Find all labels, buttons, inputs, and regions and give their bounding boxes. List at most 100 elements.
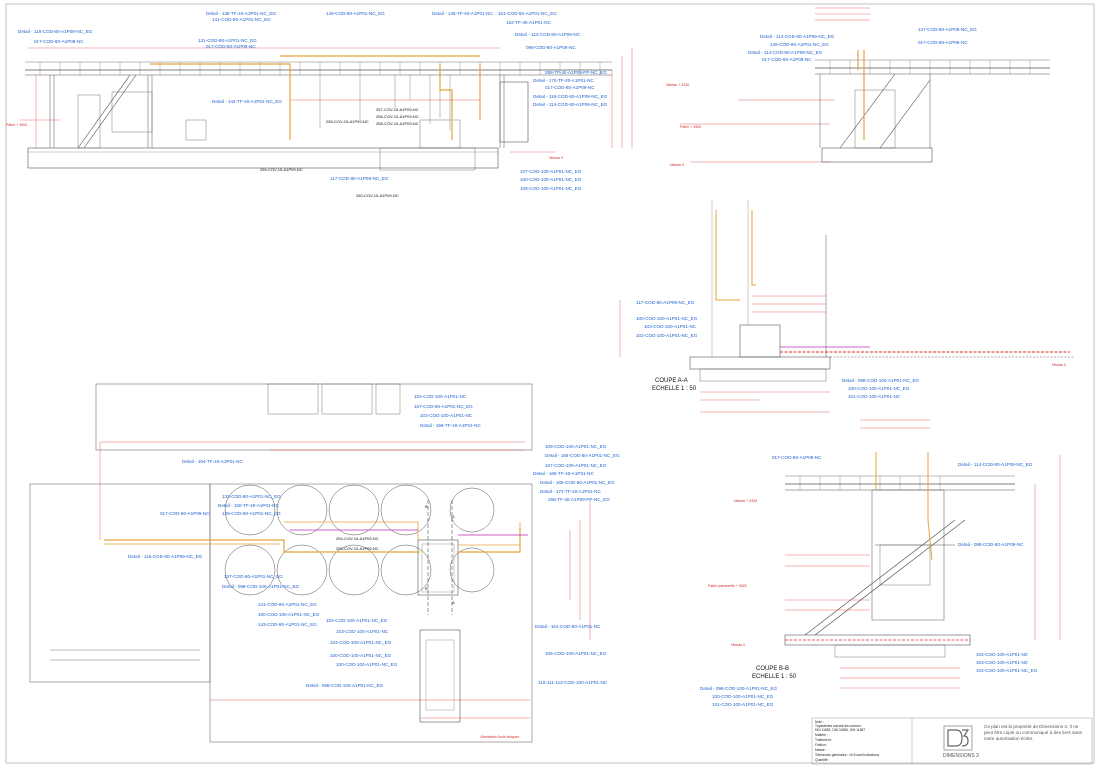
callout-label: 017-COD-80-A1P09-NC xyxy=(34,39,84,44)
title-block-line: DIN 11852, DIN 11866, DIN 11887 xyxy=(815,728,865,732)
elevation-left-labels: Detail - 118-COD-80-A1P09-NC_EG 017-COD-… xyxy=(6,11,608,198)
title-block-line: Traitement : xyxy=(815,738,833,742)
callout-label: Detail - 118-COD-80-A1P09-NC_EG xyxy=(18,29,93,34)
callout-label: Detail - 114-COD-80-A1P09-NC_EG xyxy=(958,462,1033,467)
pipe-tag: 256-COV-15-A1P09-NC xyxy=(376,114,419,119)
callout-label: 101-COD-100-A1P01-NC xyxy=(848,394,901,399)
elevation-right-pipes xyxy=(857,50,865,140)
title-block-line: Tolérances générales : ±0.5 sauf indicat… xyxy=(815,753,879,757)
callout-label: Detail - 116-COD-80-A1P09-NC_EG xyxy=(128,554,203,559)
callout-label: 107-COD-100-A1P01-NC_EG xyxy=(545,463,607,468)
level-label: Palier + 3500 xyxy=(680,125,701,129)
callout-label: 017-COD-80-A1P09-NC xyxy=(918,40,968,45)
callout-label: Detail - 158-TF-40-A1P01-NC xyxy=(420,423,481,428)
callout-label: Detail - 098-COD-100-A1P01-NC_EG xyxy=(222,584,300,589)
ownership-notice-box: Ce plan est la propriété de Dimensions 3… xyxy=(984,724,1082,741)
callout-label: 141-COD-80-A1P01-NC_EG xyxy=(258,602,317,607)
callout-label: 106-COD-100-A1P01-NC_EG xyxy=(520,186,582,191)
section-scale: ECHELLE 1 : 50 xyxy=(652,386,697,392)
pipe-tag: 255-COV-15-A1P09-NC xyxy=(326,119,369,124)
section-mark: B xyxy=(425,504,428,509)
title-block-line: Tuyauteries suivant les normes : xyxy=(815,724,862,728)
callout-label: 017-COD-80-A1P09-NC xyxy=(762,57,812,62)
callout-label: Detail - 165-COD-80-A1P01-NC_EG xyxy=(540,480,615,485)
section-scale: ECHELLE 1 : 50 xyxy=(752,674,797,680)
callout-label: 100-COD-100-A1P01-NC_EG xyxy=(258,612,320,617)
callout-label: 100-COD-100-A1P01-NC_EG xyxy=(636,316,698,321)
callout-label: Detail - 114-COD-80-A1P09-NC_EG xyxy=(748,50,823,55)
callout-label: Detail - 098-COD-100-A1P01-NC_EG xyxy=(700,686,778,691)
callout-label: 017-COD-80-A1P09-NC xyxy=(545,85,595,90)
level-label: Niveau 0 xyxy=(1052,363,1066,367)
callout-label: Detail - 164-TF-40-A1P01-NC xyxy=(182,459,243,464)
callout-label: 268-TF-40-A1P09-PP-NC_EG xyxy=(548,497,610,502)
callout-label: 133-COD-80-A1P01-NC_EG xyxy=(222,494,281,499)
sheet-border xyxy=(5,3,1095,764)
callout-label: 110-111-112-COD-100-A1P01-NC xyxy=(538,680,608,685)
callout-label: Detail - 161-COD-80-A1P01-NC xyxy=(535,624,601,629)
callout-label: 100-COD-100-A1P01-NC_EG xyxy=(848,386,910,391)
title-block: Note : Tuyauteries suivant les normes : … xyxy=(811,717,1093,765)
title-block-line: Note : xyxy=(815,720,824,724)
pipe-tag: 260-COV-15-A1P09-NC xyxy=(356,193,399,198)
callout-label: 103-COD-100-A1P01-NC xyxy=(644,324,697,329)
pipe-tag: 254-COV-15-A1P09-NC xyxy=(336,536,379,541)
plan-labels: 102-COD-100-A1P01-NC 157-COD-80-A1P01-NC… xyxy=(128,394,620,739)
elevation-left-view xyxy=(25,61,612,171)
callout-label: Detail - 145-TF-40-A1P01-NC xyxy=(432,11,493,16)
callout-label: 100-COD-100-A1P01-NC_EG xyxy=(330,653,392,658)
elevation-left-pipes xyxy=(150,55,481,140)
pipe-tag: 257-COV-15-A1P09-NC xyxy=(376,107,419,112)
section-bb-dimensions xyxy=(785,419,1061,689)
callout-label: Detail - 114-COD-80-A1P09-NC xyxy=(515,32,581,37)
callout-label: 143-COD-80-A1P01-NC_EG xyxy=(258,622,317,627)
callout-label: Detail - 114-COD-80-A1P09-NC_EG xyxy=(533,102,608,107)
callout-label: 106-COD-100-A1P01-NC_EG xyxy=(545,444,607,449)
callout-label: Detail - 150-TF-40-A1P01-NC xyxy=(218,503,279,508)
plan-pipes xyxy=(104,521,528,553)
section-aa-view xyxy=(689,200,1075,382)
callout-label: 100-COD-100-A1P01-NC_EG xyxy=(712,694,774,699)
elevation-right-labels: Detail - 114-COD-80-A1P09-NC_EG 149-COD-… xyxy=(666,27,977,167)
callout-label: Detail - 166-TF-40-A1P01-NC xyxy=(533,471,594,476)
callout-label: 117-COD-80-A1P09-NC_EG xyxy=(636,300,695,305)
company-logo: DIMENSIONS 3 xyxy=(943,725,979,759)
level-label: Niveau + 4330 xyxy=(666,83,689,87)
section-aa-labels: 117-COD-80-A1P09-NC_EG 100-COD-100-A1P01… xyxy=(636,300,1066,399)
elevation-right-dimensions xyxy=(680,7,870,163)
section-aa-pipes xyxy=(715,210,1070,353)
title-block-line: Quantité : xyxy=(815,758,829,762)
company-name: DIMENSIONS 3 xyxy=(943,753,979,759)
section-mark: B xyxy=(425,586,428,591)
callout-label: 102-COD-100-A1P01-NC_EG xyxy=(636,333,698,338)
callout-label: 141-COD-80-A1P01-NC_EG xyxy=(212,17,271,22)
callout-label: Detail - 098-COD-100-A1P01-NC_EG xyxy=(306,683,384,688)
title-block-line: Masse : xyxy=(815,748,827,752)
plan-note: Ulimitation foulé bloquée xyxy=(480,735,519,739)
section-mark: A xyxy=(452,514,455,519)
callout-label: 162-TF-40-A1P01-NC xyxy=(506,20,552,25)
callout-label: 103-COD-100-A1P01-NC xyxy=(336,629,389,634)
callout-label: 098-COD-80-A1P09-NC xyxy=(526,45,576,50)
callout-label: 017-COD-80-A1P09-NC xyxy=(206,44,256,49)
section-bb-pipes xyxy=(785,452,970,641)
callout-label: 137-COD-80-A1P01-NC_EG xyxy=(224,574,283,579)
callout-label: 100-COD-100-A1P01-NC_EG xyxy=(520,177,582,182)
pipe-tag: 259-COV-15-A1P09-NC xyxy=(260,167,303,172)
callout-label: Detail - 114-COD-80-A1P09-NC_EG xyxy=(760,34,835,39)
elevation-right-view xyxy=(815,59,1050,163)
callout-label: Detail - 098-COD-100-A1P01-NC_EG xyxy=(842,378,920,383)
callout-label: 137-COD-80-A1P09-NC_EG xyxy=(918,27,977,32)
plan-view xyxy=(29,383,533,743)
callout-label: 161-COD-80-A1P01-NC_EG xyxy=(498,11,557,16)
level-label: Niveau 0 xyxy=(549,156,563,160)
pipe-tag: 258-COV-15-A1P09-NC xyxy=(376,121,419,126)
callout-label: 149-COD-80-A1P01-NC_EG xyxy=(326,11,385,16)
callout-label: 017-COD-80-A1P09-NC xyxy=(772,455,822,460)
level-label: Niveau 0 xyxy=(670,163,684,167)
plan-dimensions xyxy=(99,441,591,719)
callout-label: Detail - 168-COD-80-A1P01-NC_EG xyxy=(545,453,620,458)
callout-label: 107-COD-100-A1P01-NC_EG xyxy=(520,169,582,174)
callout-label: 104-COD-100-A1P01-NC_EG xyxy=(330,640,392,645)
level-label: Niveau 0 xyxy=(731,643,745,647)
